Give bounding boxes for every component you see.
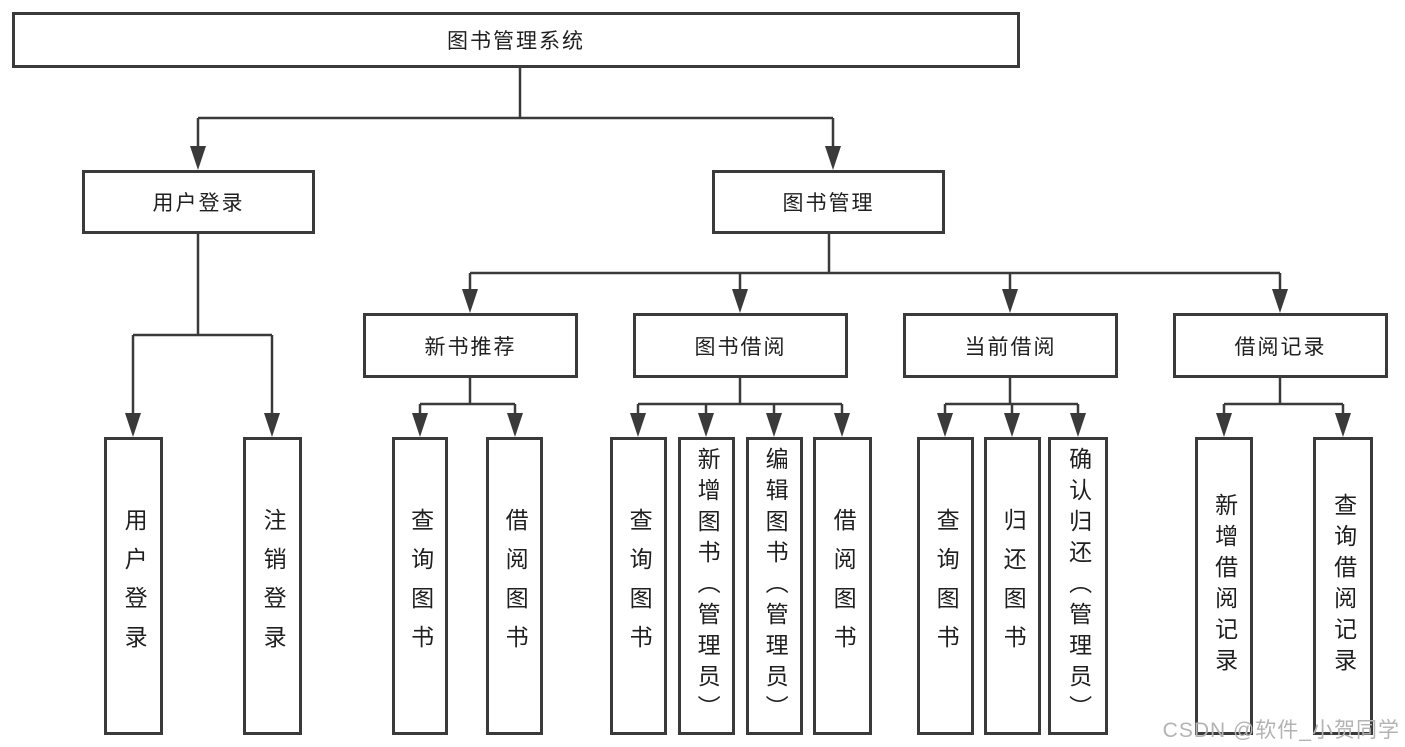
leaf-add-borrow-record: 新增借阅记录 bbox=[1195, 437, 1253, 735]
arrowheads bbox=[125, 146, 1351, 437]
leaf-edit-books-admin: 编辑图书（管理员） bbox=[746, 437, 803, 735]
leaf-user-login-label: 用户登录 bbox=[121, 508, 148, 664]
leaf-current-query-books-label: 查询图书 bbox=[933, 508, 960, 664]
node-borrow-records: 借阅记录 bbox=[1173, 313, 1388, 378]
leaf-recommend-borrow-books-label: 借阅图书 bbox=[502, 508, 529, 664]
node-user-login: 用户登录 bbox=[82, 170, 315, 234]
node-borrow-records-label: 借阅记录 bbox=[1234, 335, 1327, 359]
leaf-query-borrow-record: 查询借阅记录 bbox=[1313, 437, 1373, 735]
leaf-confirm-return-admin: 确认归还（管理员） bbox=[1048, 437, 1108, 735]
leaf-borrow-query-books-label: 查询图书 bbox=[626, 508, 653, 664]
node-library-system-label: 图书管理系统 bbox=[447, 30, 585, 53]
node-book-borrow: 图书借阅 bbox=[633, 313, 848, 378]
leaf-add-books-admin-label: 新增图书（管理员） bbox=[694, 446, 721, 726]
leaf-confirm-return-admin-label: 确认归还（管理员） bbox=[1065, 446, 1092, 726]
leaf-return-books: 归还图书 bbox=[984, 437, 1041, 735]
leaf-edit-books-admin-label: 编辑图书（管理员） bbox=[762, 446, 789, 726]
node-new-book-recommend-label: 新书推荐 bbox=[424, 335, 517, 359]
node-current-borrow: 当前借阅 bbox=[903, 313, 1118, 378]
leaf-user-login: 用户登录 bbox=[104, 437, 163, 735]
leaf-return-books-label: 归还图书 bbox=[1000, 508, 1027, 664]
leaf-current-query-books: 查询图书 bbox=[917, 437, 974, 735]
leaf-logout-label: 注销登录 bbox=[260, 508, 287, 664]
node-user-login-label: 用户登录 bbox=[152, 192, 245, 215]
node-book-management-label: 图书管理 bbox=[782, 192, 875, 215]
node-book-borrow-label: 图书借阅 bbox=[694, 335, 787, 359]
leaf-add-borrow-record-label: 新增借阅记录 bbox=[1211, 493, 1238, 679]
leaf-borrow-query-books: 查询图书 bbox=[610, 437, 667, 735]
node-current-borrow-label: 当前借阅 bbox=[964, 335, 1057, 359]
node-book-management: 图书管理 bbox=[712, 170, 945, 234]
leaf-query-borrow-record-label: 查询借阅记录 bbox=[1330, 493, 1357, 679]
leaf-recommend-query-books-label: 查询图书 bbox=[407, 508, 434, 664]
leaf-recommend-query-books: 查询图书 bbox=[392, 437, 448, 735]
node-library-system: 图书管理系统 bbox=[12, 12, 1020, 68]
leaf-add-books-admin: 新增图书（管理员） bbox=[678, 437, 735, 735]
node-new-book-recommend: 新书推荐 bbox=[363, 313, 578, 378]
leaf-borrow-books: 借阅图书 bbox=[813, 437, 872, 735]
csdn-watermark: CSDN @软件_小贺同学 bbox=[1162, 719, 1400, 742]
leaf-logout: 注销登录 bbox=[243, 437, 302, 735]
leaf-borrow-books-label: 借阅图书 bbox=[830, 508, 857, 664]
leaf-recommend-borrow-books: 借阅图书 bbox=[486, 437, 543, 735]
